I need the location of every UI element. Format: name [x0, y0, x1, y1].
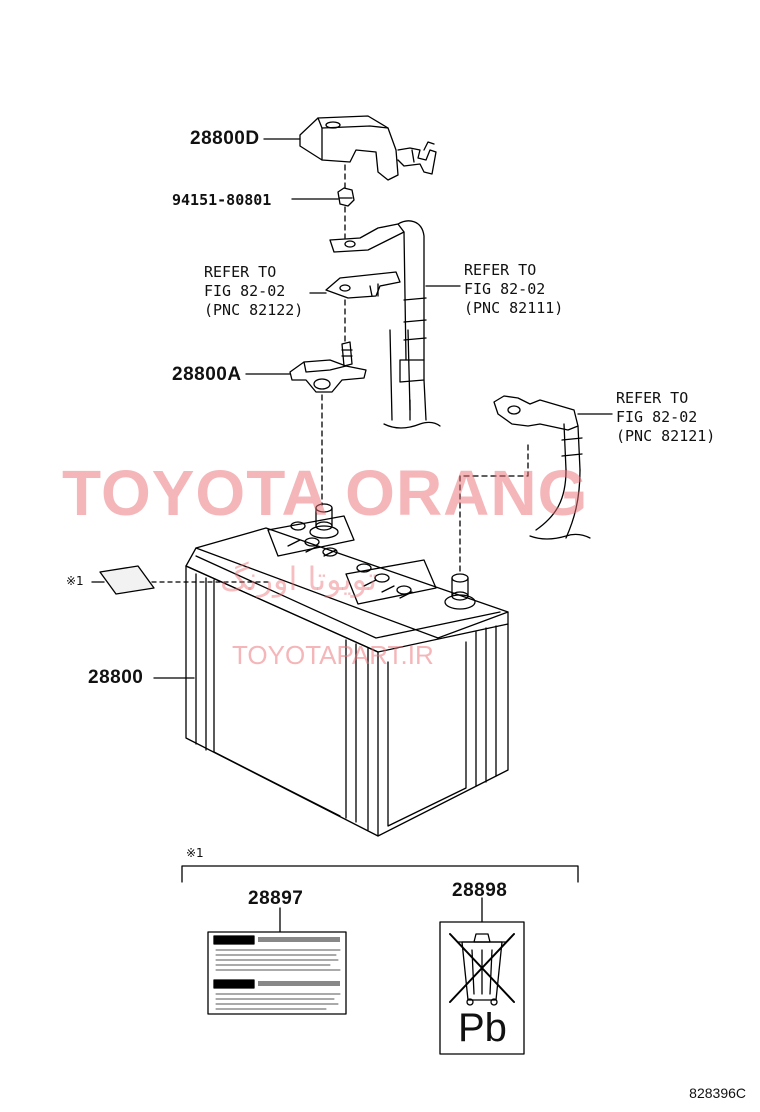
part-number-28800D: 28800D — [190, 128, 260, 149]
note-marker-group: ※1 — [186, 846, 204, 860]
reference-line: REFER TO — [464, 261, 537, 279]
battery-drawing — [185, 503, 509, 837]
battery-sticker-drawing — [99, 565, 155, 595]
watermark-main: TOYOTA ORANG — [62, 457, 589, 529]
part-number-28800: 28800 — [88, 667, 144, 688]
part-number-28897: 28897 — [248, 888, 304, 909]
part-number-nut: 94151-80801 — [172, 191, 272, 209]
caution-label-drawing — [207, 931, 347, 1015]
lead-symbol-text: Pb — [458, 1006, 507, 1050]
reference-line: FIG 82-02 — [464, 280, 546, 298]
reference-line: REFER TO — [616, 389, 689, 407]
terminal-cover-drawing — [299, 115, 437, 181]
positive-cable-drawing — [329, 220, 441, 429]
reference-pnc-82121: REFER TO FIG 82-02 (PNC 82121) — [616, 389, 715, 446]
watermark-farsi: تویوتا اورنگ — [220, 560, 378, 598]
note-marker-sticker: ※1 — [66, 574, 84, 588]
reference-line: FIG 82-02 — [616, 408, 698, 426]
battery-clamp-drawing — [289, 341, 367, 393]
reference-pnc-82122: REFER TO FIG 82-02 (PNC 82122) — [204, 263, 303, 320]
part-number-28800A: 28800A — [172, 364, 242, 385]
watermark-site: TOYOTAPART.IR — [232, 640, 434, 670]
negative-cable-drawing — [493, 395, 591, 540]
nut-drawing — [337, 187, 355, 207]
reference-line: (PNC 82111) — [464, 299, 564, 317]
reference-line: REFER TO — [204, 263, 277, 281]
reference-line: FIG 82-02 — [204, 282, 286, 300]
reference-line: (PNC 82122) — [204, 301, 304, 319]
recycle-label-drawing — [439, 921, 525, 1055]
reference-line: (PNC 82121) — [616, 427, 716, 445]
figure-code: 828396C — [689, 1085, 746, 1101]
part-number-28898: 28898 — [452, 880, 508, 901]
group-bracket — [181, 865, 579, 883]
terminal-bracket-drawing — [325, 271, 401, 299]
reference-pnc-82111: REFER TO FIG 82-02 (PNC 82111) — [464, 261, 563, 318]
